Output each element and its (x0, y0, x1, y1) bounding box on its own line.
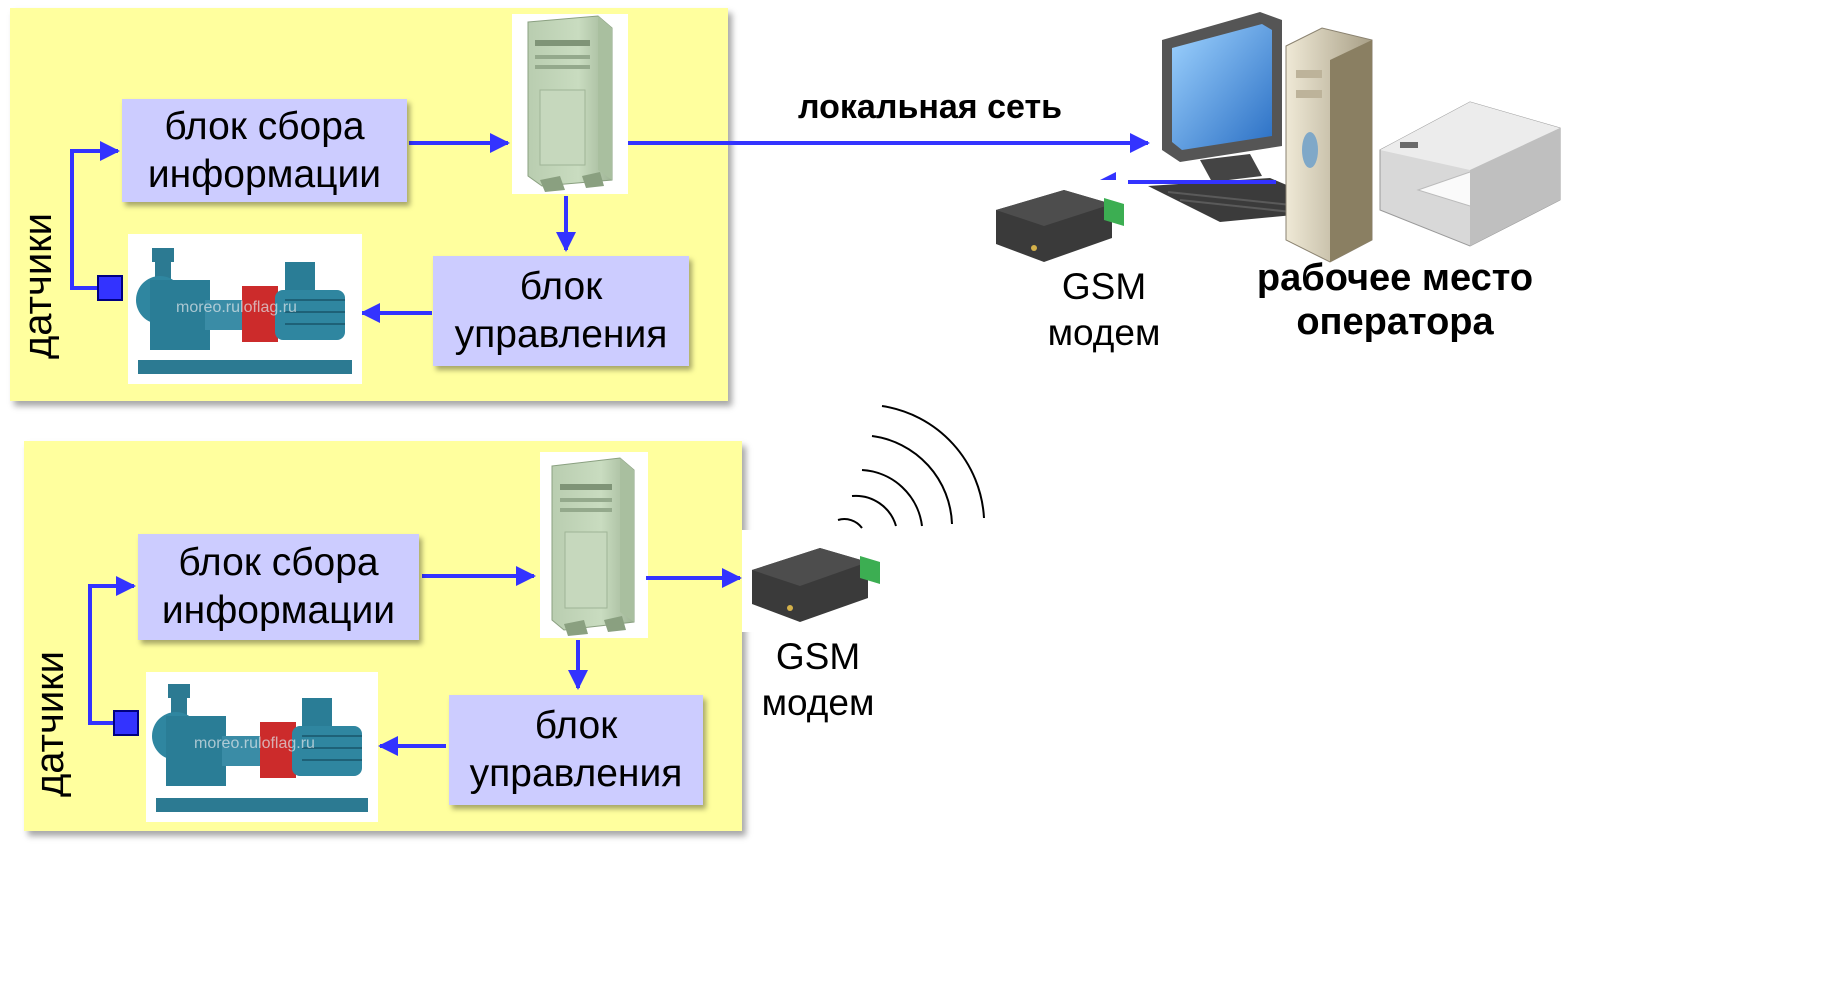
gsm-modem-label: GSM модем (1047, 266, 1161, 353)
arrow-sensors-to-collector-bottom (88, 576, 136, 725)
operator-computer-icon (1148, 12, 1373, 263)
gsm-modem-icon-bottom (742, 530, 884, 632)
data-collection-unit-label-bottom: блок сбора информации (161, 541, 396, 632)
sensors-label: датчики (16, 212, 60, 360)
sensors-label-bottom: датчики (28, 650, 72, 798)
arrow-sensors-to-collector (70, 141, 120, 290)
control-unit-label-bottom: блок управления (469, 704, 683, 795)
data-collection-unit-bottom: блок сбора информации (138, 534, 419, 640)
local-network-label: локальная сеть (798, 88, 1062, 126)
printer-icon (1379, 101, 1561, 247)
data-collection-unit: блок сбора информации (122, 99, 407, 202)
pump-icon-bottom (146, 672, 378, 822)
control-unit: блок управления (433, 256, 689, 366)
control-unit-bottom: блок управления (449, 695, 703, 805)
data-collection-unit-label: блок сбора информации (147, 104, 382, 196)
pump-watermark-bottom: moreo.ruloflag.ru (194, 735, 315, 752)
sensor-square-icon-bottom (113, 710, 139, 736)
server-tower-icon (512, 14, 628, 194)
control-unit-label: блок управления (454, 265, 668, 356)
pump-icon (128, 234, 362, 384)
server-tower-icon-bottom (540, 452, 648, 638)
operator-workstation-label: рабочее место оператора (1256, 257, 1534, 343)
gsm-modem-label-bottom: GSM модем (761, 636, 875, 723)
gsm-modem-icon (988, 180, 1128, 278)
pump-watermark: moreo.ruloflag.ru (176, 299, 297, 316)
radio-waves-icon (837, 405, 985, 529)
sensor-square-icon (97, 275, 123, 301)
